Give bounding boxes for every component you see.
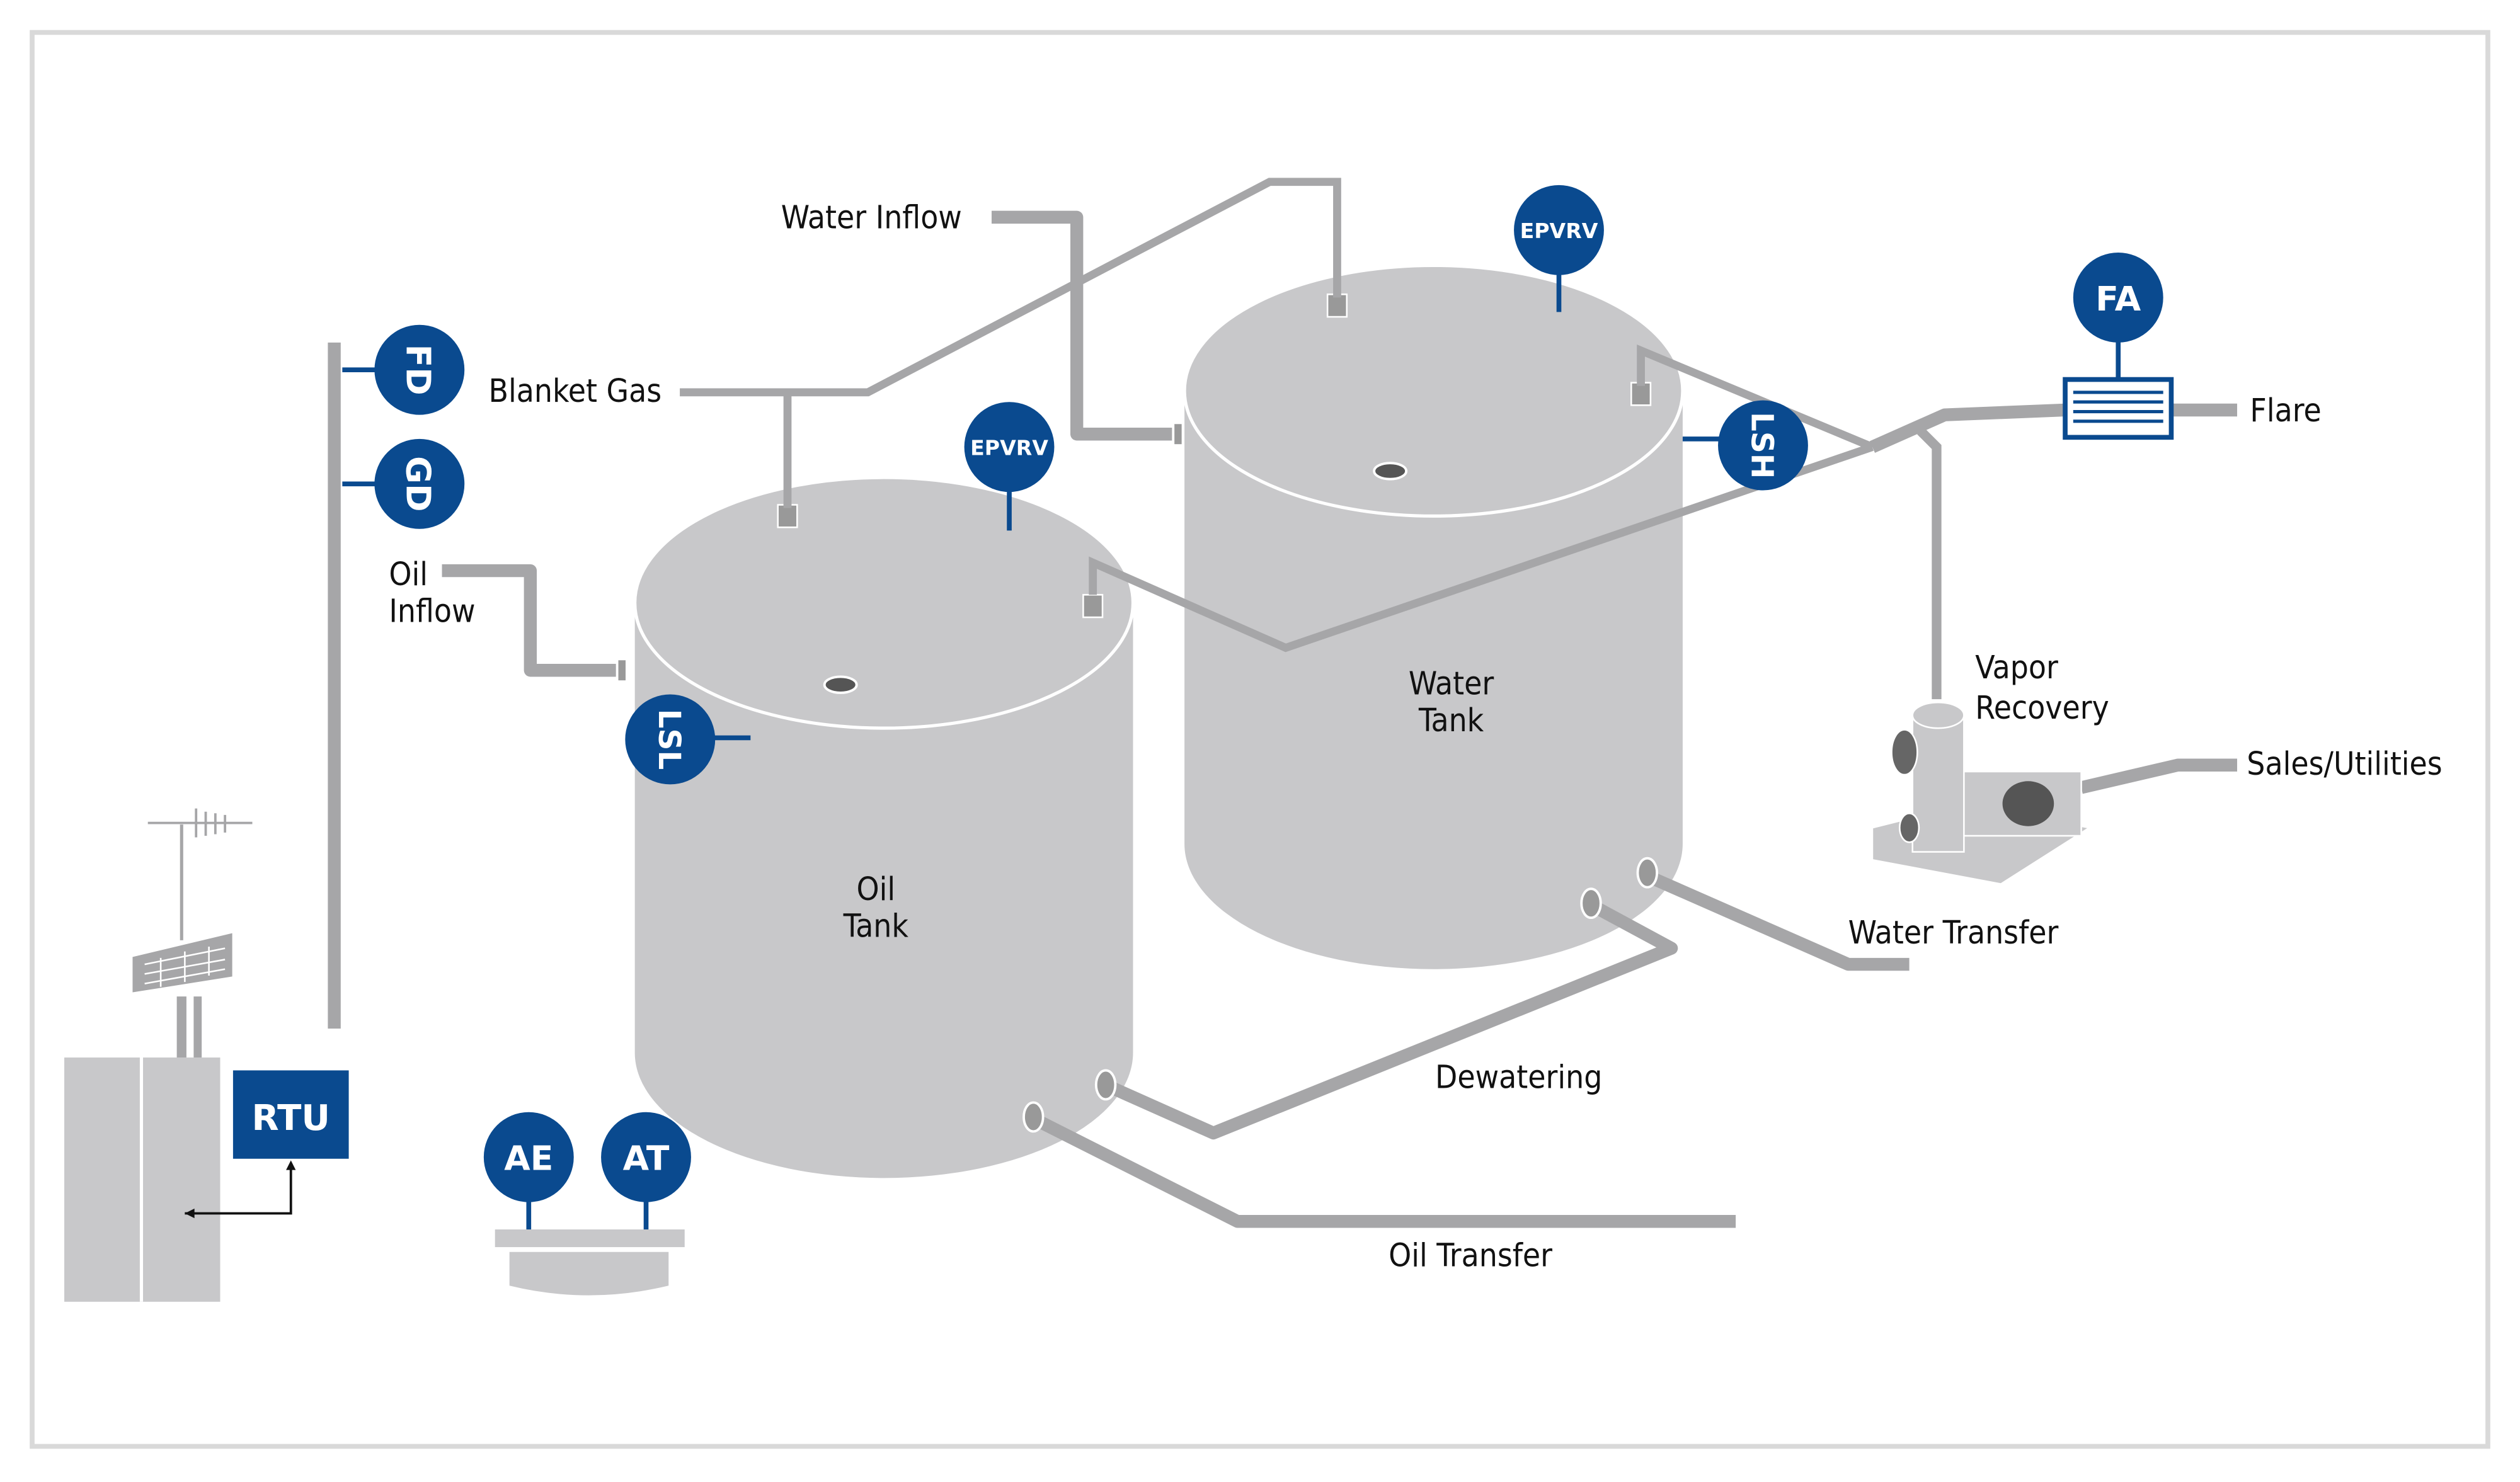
oil-tank-label-2: Tank [843, 908, 909, 945]
water-tank-label-1: Water [1409, 666, 1494, 703]
oil-tank-label-1: Oil [856, 871, 895, 908]
water-transfer-label: Water Transfer [1848, 915, 2059, 952]
fa-badge[interactable]: FA [2073, 252, 2163, 343]
lsh-label: LSH [1744, 412, 1780, 479]
blanket-gas-pipe [680, 178, 1341, 397]
lsl-badge[interactable]: LSL [625, 694, 716, 785]
oil-inflow-label-1: Oil [389, 556, 428, 593]
water-tank[interactable] [1183, 263, 1685, 969]
oil-tank[interactable] [633, 476, 1135, 1178]
epvrv-water-label: EPVRV [1520, 219, 1598, 243]
sales-utilities-label: Sales/Utilities [2247, 746, 2442, 783]
epvrv-water-badge[interactable]: EPVRV [1514, 185, 1604, 275]
fd-label: FD [398, 345, 438, 396]
rtu-badge[interactable]: RTU [232, 1070, 349, 1159]
rtu-connection-arrow [185, 1168, 292, 1215]
blanket-gas-label: Blanket Gas [489, 373, 662, 410]
oil-transfer-pipe [1033, 1114, 1736, 1228]
at-label: AT [623, 1139, 670, 1178]
oil-inflow-pipe [442, 564, 624, 677]
gd-badge[interactable]: GD [374, 438, 465, 529]
sales-utilities-pipe [2080, 758, 2238, 794]
flare-label: Flare [2250, 392, 2321, 430]
water-transfer-pipe [1644, 870, 1910, 971]
oil-inflow-label-2: Inflow [389, 593, 475, 630]
gd-label: GD [398, 456, 438, 511]
water-tank-label-2: Tank [1418, 702, 1484, 739]
rtu-label: RTU [251, 1098, 330, 1139]
water-inflow-pipe [991, 210, 1178, 441]
rtu-cabinet[interactable] [64, 808, 253, 1302]
lsh-badge[interactable]: LSH [1718, 400, 1808, 491]
ae-badge[interactable]: AE [483, 1112, 574, 1202]
ae-label: AE [504, 1139, 553, 1178]
vapor-recovery-label-1: Vapor [1975, 649, 2058, 687]
flame-arrestor[interactable] [2063, 341, 2174, 440]
fa-label: FA [2095, 279, 2141, 319]
oil-transfer-label: Oil Transfer [1389, 1238, 1552, 1275]
fd-badge[interactable]: FD [374, 324, 465, 415]
analyzer-platform [495, 1197, 685, 1296]
water-inflow-label: Water Inflow [781, 200, 962, 237]
dewatering-pipe [1106, 899, 1678, 1140]
vapor-recovery-unit[interactable] [1871, 702, 2092, 885]
vent-line-oil [1089, 443, 1874, 653]
vapor-recovery-label-2: Recovery [1975, 690, 2109, 727]
lsl-label: LSL [651, 709, 687, 770]
epvrv-oil-badge[interactable]: EPVRV [964, 402, 1055, 493]
epvrv-oil-label: EPVRV [970, 435, 1048, 460]
dewatering-label: Dewatering [1435, 1059, 1602, 1097]
at-badge[interactable]: AT [601, 1112, 691, 1202]
flare-pipe [1869, 403, 2238, 453]
vapor-recovery-pipe [1917, 427, 1942, 700]
